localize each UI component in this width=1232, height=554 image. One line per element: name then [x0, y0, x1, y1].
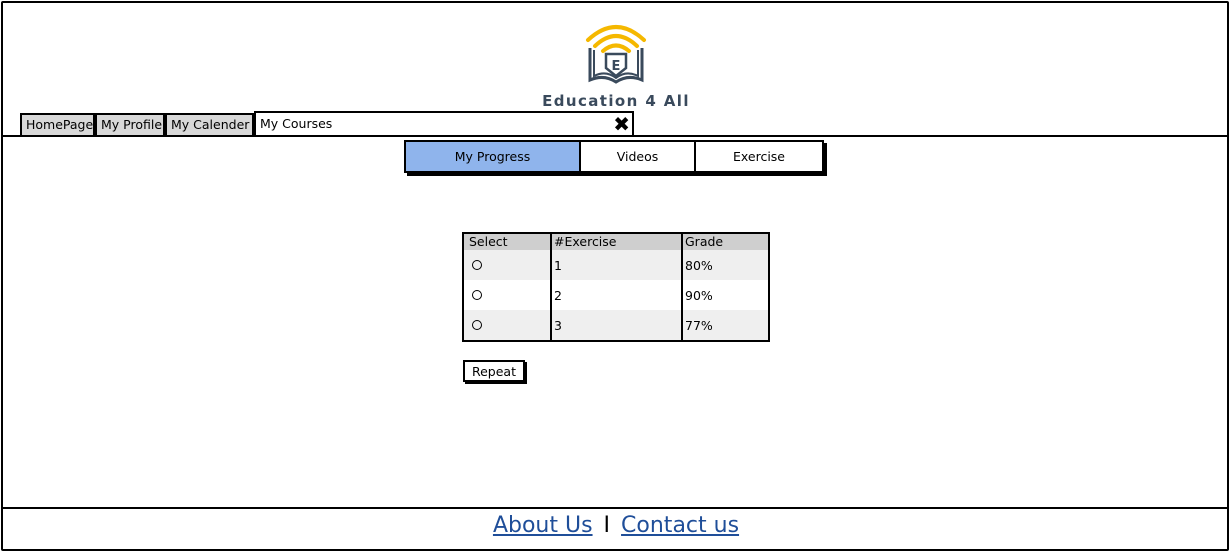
segment-exercise[interactable]: Exercise [732, 149, 785, 164]
column-divider [550, 234, 552, 340]
select-radio[interactable] [472, 260, 482, 270]
repeat-button[interactable]: Repeat [463, 360, 525, 382]
exercise-number: 3 [554, 318, 562, 333]
tab-my-profile[interactable]: My Profile [95, 113, 165, 135]
exercise-number: 2 [554, 288, 562, 303]
tab-my-calender[interactable]: My Calender [165, 113, 254, 135]
close-icon[interactable]: ✖ [613, 112, 630, 136]
header-divider [2, 135, 1229, 137]
select-radio[interactable] [472, 290, 482, 300]
logo-letter: E [612, 59, 621, 74]
exercise-grade: 80% [685, 258, 713, 273]
tab-my-courses-label: My Courses [260, 116, 333, 131]
tab-my-courses[interactable]: My Courses ✖ [254, 111, 634, 137]
exercise-grade: 77% [685, 318, 713, 333]
table-row [464, 250, 768, 280]
progress-table: Select #Exercise Grade 1 80% 2 90% 3 77% [462, 232, 770, 342]
brand-name: Education 4 All [542, 92, 690, 110]
table-row [464, 310, 768, 340]
segment-my-progress[interactable]: My Progress [406, 142, 581, 171]
header-select: Select [469, 234, 508, 249]
segment-videos[interactable]: Videos [581, 142, 696, 171]
select-radio[interactable] [472, 320, 482, 330]
exercise-grade: 90% [685, 288, 713, 303]
footer: About Us I Contact us [0, 513, 1232, 538]
about-us-link[interactable]: About Us [492, 513, 593, 538]
header-exercise: #Exercise [554, 234, 617, 249]
footer-divider [2, 507, 1229, 509]
contact-us-link[interactable]: Contact us [621, 513, 740, 538]
column-divider [681, 234, 683, 340]
table-row [464, 280, 768, 310]
table-header [464, 234, 768, 250]
tab-homepage[interactable]: HomePage [20, 113, 95, 135]
exercise-number: 1 [554, 258, 562, 273]
progress-segmented-control: My Progress Videos Exercise [404, 140, 824, 173]
footer-separator: I [603, 513, 611, 538]
logo-icon: E [586, 25, 646, 84]
header-grade: Grade [685, 234, 724, 249]
